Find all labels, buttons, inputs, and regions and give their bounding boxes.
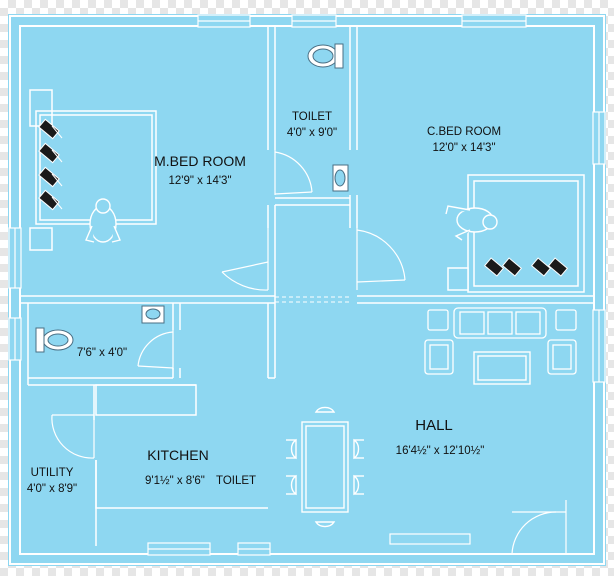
coffee-table	[473, 351, 531, 385]
pillows-icon	[483, 257, 569, 277]
sideboard	[389, 533, 471, 545]
sink-icon	[141, 305, 165, 324]
opening-lines	[267, 296, 350, 378]
sofa-icon	[427, 307, 577, 339]
person-icon	[85, 198, 121, 243]
room-dims-kitchen: 9'1½" x 8'6"	[145, 475, 205, 487]
person-icon	[445, 205, 498, 241]
door-swing-icon	[51, 150, 567, 555]
room-dims-child-bed: 12'0" x 14'3"	[432, 142, 495, 154]
toilet-icon	[307, 43, 344, 69]
kitchen-counter	[95, 384, 268, 509]
pillows-icon	[38, 118, 60, 211]
interior-walls	[20, 26, 594, 546]
room-dims-master-bed: 12'9" x 14'3"	[168, 175, 231, 187]
room-dims-hall: 16'4½" x 12'10½"	[396, 445, 485, 457]
window-icon	[8, 14, 606, 556]
room-dims-small-toilet: 7'6" x 4'0"	[77, 347, 127, 359]
nightstand	[29, 227, 53, 251]
room-label-toilet-top: TOILET	[292, 111, 332, 123]
room-label-kitchen-toilet: TOILET	[216, 475, 256, 487]
bed-icon	[447, 174, 585, 293]
sink-icon	[332, 164, 349, 192]
room-dims-utility: 4'0" x 8'9"	[27, 483, 77, 495]
dining-table-icon	[286, 406, 364, 528]
room-label-child-bed: C.BED ROOM	[427, 126, 501, 138]
room-label-utility: UTILITY	[31, 467, 74, 479]
toilet-icon	[35, 327, 74, 353]
armchair-icon	[424, 339, 577, 375]
room-label-hall: HALL	[415, 417, 453, 434]
sheet-lines	[51, 125, 63, 210]
room-dims-toilet-top: 4'0" x 9'0"	[287, 127, 337, 139]
room-label-kitchen: KITCHEN	[147, 447, 208, 463]
room-label-master-bed: M.BED ROOM	[154, 153, 246, 169]
